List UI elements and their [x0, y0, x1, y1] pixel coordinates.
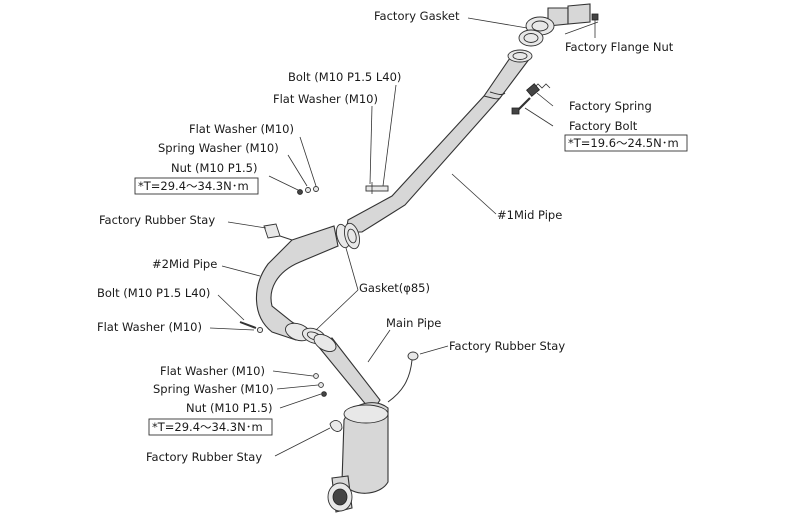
label-bolt-upper: Bolt (M10 P1.5 L40): [288, 70, 401, 84]
label-factory-spring: Factory Spring: [569, 99, 652, 113]
label-nut-mid: Nut (M10 P1.5): [171, 161, 257, 175]
label-rubber-stay-right: Factory Rubber Stay: [449, 339, 565, 353]
label-factory-flange-nut: Factory Flange Nut: [565, 40, 674, 54]
label-spring-washer-bottom: Spring Washer (M10): [153, 382, 274, 396]
label-rubber-stay-bottom: Factory Rubber Stay: [146, 450, 262, 464]
upper-bolt-set: [297, 182, 389, 195]
label-factory-bolt: Factory Bolt: [569, 119, 638, 133]
factory-spring-icon: [526, 83, 551, 97]
label-mid-pipe-2: #2Mid Pipe: [152, 257, 217, 271]
mid-pipe-1-shape: [345, 49, 533, 233]
label-nut-bottom: Nut (M10 P1.5): [186, 401, 272, 415]
leader-lines: [209, 17, 599, 457]
factory-flange: [518, 3, 591, 47]
label-bolt-lower: Bolt (M10 P1.5 L40): [97, 286, 210, 300]
mid-pipe-2-shape: [255, 225, 339, 342]
factory-bolt-icon: [511, 97, 531, 115]
torque-box-bottom: [148, 418, 273, 436]
main-pipe-shape: [313, 334, 419, 413]
label-main-pipe: Main Pipe: [386, 316, 441, 330]
flange-nut-icon: [591, 13, 599, 38]
bottom-washer-set: [313, 373, 327, 397]
torque-box-mid: [134, 177, 259, 195]
label-gasket-85: Gasket(φ85): [359, 281, 430, 295]
label-flat-washer-upper: Flat Washer (M10): [273, 92, 378, 106]
label-flat-washer-mid: Flat Washer (M10): [189, 122, 294, 136]
label-flat-washer-lower: Flat Washer (M10): [97, 320, 202, 334]
rubber-stay-bottom-icon: [329, 420, 343, 432]
label-flat-washer-bottom: Flat Washer (M10): [160, 364, 265, 378]
torque-box-factory-bolt: [564, 134, 688, 152]
label-mid-pipe-1: #1Mid Pipe: [497, 208, 562, 222]
label-torque-mid: *T=29.4～34.3N･m: [138, 179, 249, 193]
rubber-stay-upper-icon: [263, 223, 281, 239]
label-spring-washer-mid: Spring Washer (M10): [158, 141, 279, 155]
lower-bolt-set: [239, 321, 264, 334]
muffler-shape: [327, 402, 389, 513]
label-torque-factory-bolt: *T=19.6～24.5N･m: [568, 136, 679, 150]
label-torque-bottom: *T=29.4～34.3N･m: [152, 420, 263, 434]
label-factory-gasket: Factory Gasket: [374, 9, 460, 23]
label-rubber-stay-upper: Factory Rubber Stay: [99, 213, 215, 227]
mid-joint-gaskets: [335, 222, 361, 250]
